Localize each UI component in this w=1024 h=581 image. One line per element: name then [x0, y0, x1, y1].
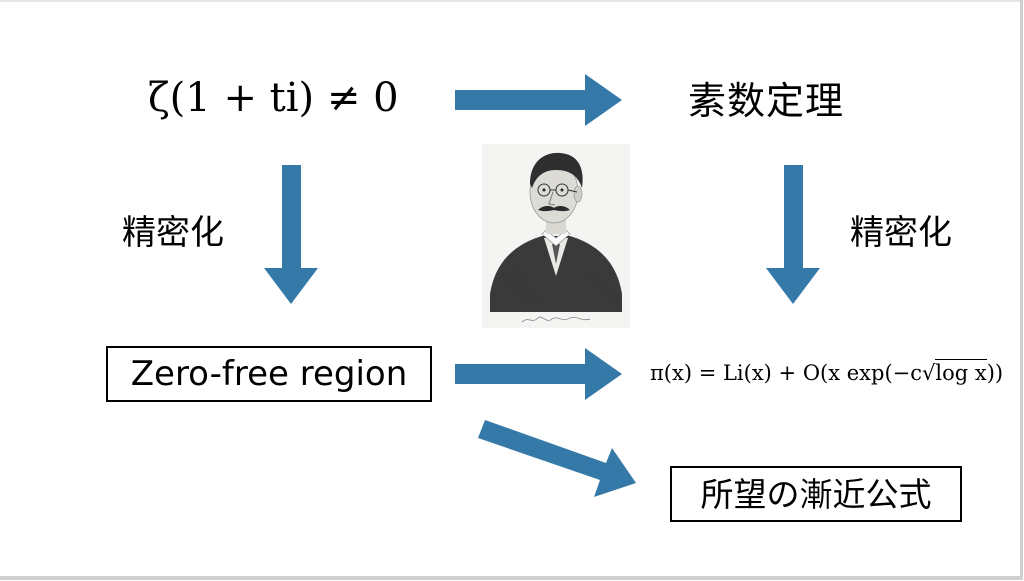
zero-free-region-box: Zero-free region: [106, 346, 432, 402]
refinement-label-left: 精密化: [122, 216, 224, 250]
desired-asymptotic-formula-box: 所望の漸近公式: [670, 466, 962, 522]
sqrt-symbol: √: [922, 361, 935, 385]
portrait-engraving: [482, 144, 630, 328]
zeta-nonvanishing-equation: ζ(1 + ti) ≠ 0: [148, 78, 399, 118]
sqrt-body: log x: [935, 359, 986, 385]
arrow-right-top: [455, 74, 622, 126]
mathematician-portrait-icon: [482, 144, 630, 328]
pnt-equation-main: π(x) = Li(x) + O(x exp(−c: [650, 361, 922, 385]
arrow-diagonal: [478, 420, 636, 497]
arrow-down-right: [766, 165, 820, 304]
pnt-equation-tail: )): [987, 361, 1003, 385]
prime-number-theorem-label: 素数定理: [688, 82, 844, 120]
arrow-right-middle: [455, 348, 622, 400]
pnt-error-term-equation: π(x) = Li(x) + O(x exp(−c√log x)): [650, 363, 1003, 384]
desired-asymptotic-formula-label: 所望の漸近公式: [701, 478, 932, 511]
top-rule: [0, 0, 1020, 2]
zero-free-region-label: Zero-free region: [131, 357, 408, 391]
refinement-label-right: 精密化: [850, 216, 952, 250]
arrow-down-left: [264, 165, 318, 304]
